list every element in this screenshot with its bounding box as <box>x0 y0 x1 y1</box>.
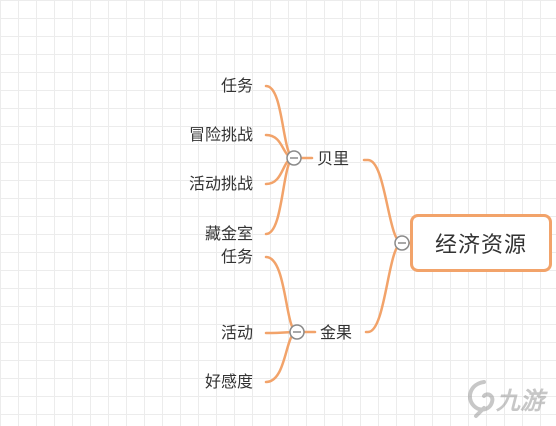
root-node[interactable]: 经济资源 <box>410 214 552 272</box>
connector-jinguo-leaf-2 <box>264 330 299 384</box>
watermark-logo: 九游 <box>462 376 556 422</box>
leaf-node-beili-activity[interactable]: 活动挑战 <box>188 174 253 193</box>
collapse-jinguo-toggle[interactable] <box>289 324 305 340</box>
leaf-node-beili-adventure[interactable]: 冒险挑战 <box>188 125 253 144</box>
collapse-beili-toggle[interactable] <box>286 150 302 166</box>
connector-root-jinguo <box>364 241 404 334</box>
connector-root-beili <box>362 158 412 245</box>
branch-node-beili[interactable]: 贝里 <box>317 149 350 168</box>
connector-beili-leaf-0 <box>264 84 296 160</box>
collapse-root-toggle[interactable] <box>394 235 410 251</box>
leaf-node-jinguo-activity[interactable]: 活动 <box>220 323 253 342</box>
leaf-node-beili-task[interactable]: 任务 <box>220 76 253 95</box>
leaf-node-jinguo-affection[interactable]: 好感度 <box>204 372 253 391</box>
collapse-toggles <box>286 150 410 340</box>
watermark-text: 九游 <box>495 387 548 415</box>
leaf-node-jinguo-task[interactable]: 任务 <box>220 247 253 266</box>
leaf-node-beili-vault[interactable]: 藏金室 <box>204 224 253 243</box>
branch-node-jinguo[interactable]: 金果 <box>320 323 353 342</box>
root-node-label: 经济资源 <box>434 233 527 258</box>
watermark-swirl-icon <box>467 380 495 418</box>
connector-beili-leaf-3 <box>264 156 296 236</box>
connector-jinguo-leaf-0 <box>264 255 299 334</box>
